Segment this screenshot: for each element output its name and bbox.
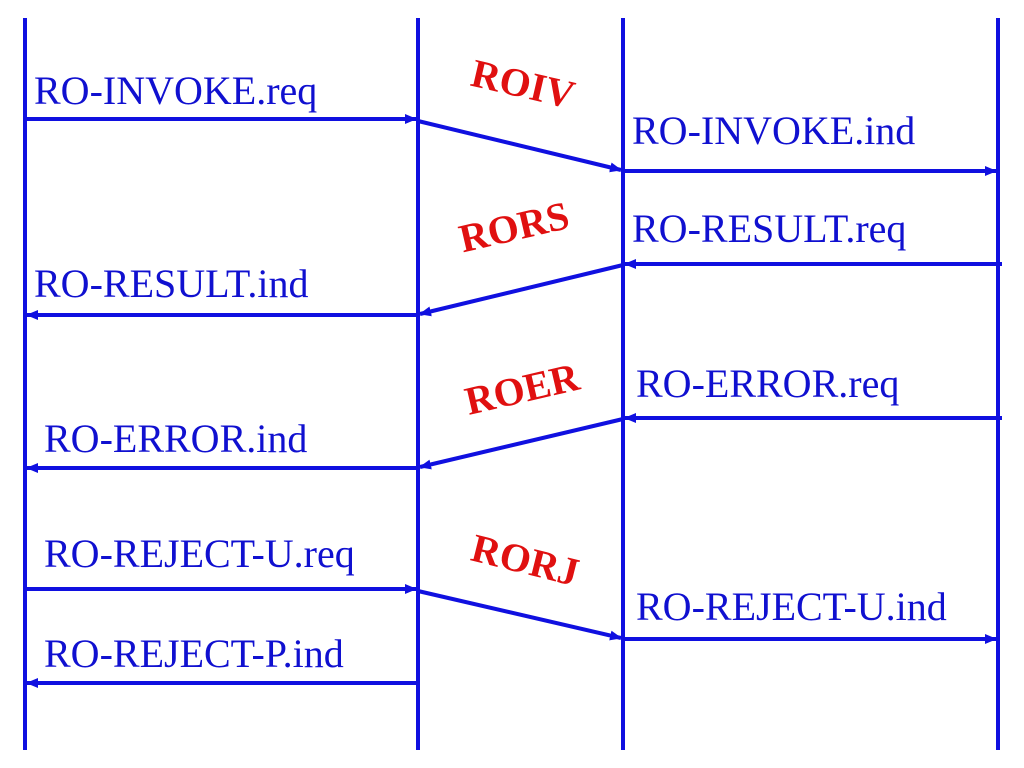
reject-p-ind-label: RO-REJECT-P.ind <box>44 631 344 676</box>
roiv-transfer-arrow <box>417 119 622 173</box>
primitive-labels: RO-INVOKE.req RO-INVOKE.ind RO-RESULT.re… <box>34 68 947 676</box>
roiv-label: ROIV <box>467 50 579 117</box>
rors-label: RORS <box>455 192 573 261</box>
error-req-label: RO-ERROR.req <box>636 361 899 406</box>
rorj-transfer-arrow <box>417 589 622 641</box>
arrows <box>25 114 1002 688</box>
result-req-label: RO-RESULT.req <box>632 206 906 251</box>
error-ind-label: RO-ERROR.ind <box>44 416 307 461</box>
timelines <box>23 18 1000 750</box>
invoke-req-label: RO-INVOKE.req <box>34 68 317 113</box>
pdu-labels: ROIV RORS ROER RORJ <box>455 50 585 595</box>
roer-label: ROER <box>461 354 585 424</box>
rors-transfer-arrow <box>419 263 624 317</box>
result-ind-label: RO-RESULT.ind <box>34 261 308 306</box>
rorj-label: RORJ <box>467 525 584 595</box>
invoke-ind-label: RO-INVOKE.ind <box>632 108 915 153</box>
reject-u-req-label: RO-REJECT-U.req <box>44 531 355 576</box>
roer-transfer-arrow <box>419 417 624 470</box>
reject-u-ind-label: RO-REJECT-U.ind <box>636 584 947 629</box>
